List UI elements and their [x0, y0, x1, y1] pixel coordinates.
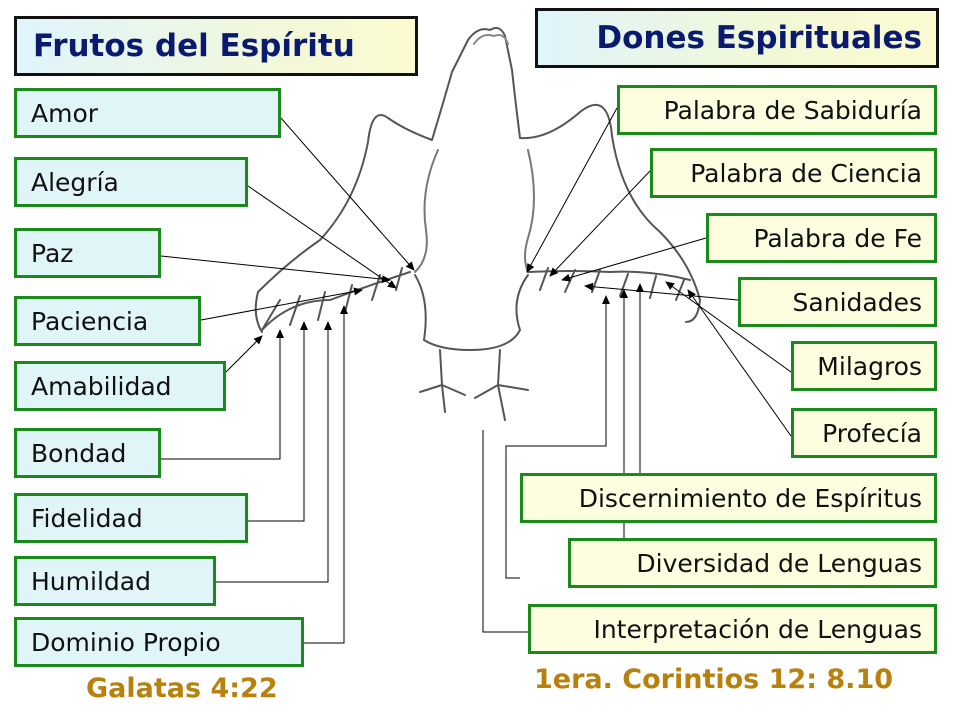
gift-box-diversidad-lenguas: Diversidad de Lenguas — [568, 538, 937, 588]
gift-box-discernimiento: Discernimiento de Espíritus — [520, 473, 937, 523]
dove-sketch — [254, 27, 701, 421]
gift-box-profecia: Profecía — [791, 408, 937, 458]
gift-box-palabra-ciencia: Palabra de Ciencia — [650, 148, 937, 198]
gift-box-palabra-fe: Palabra de Fe — [706, 213, 937, 263]
fruit-box-paciencia: Paciencia — [14, 296, 201, 346]
gift-box-palabra-sabiduria: Palabra de Sabiduría — [617, 85, 937, 135]
fruits-reference: Galatas 4:22 — [86, 673, 278, 704]
fruit-box-dominio-propio: Dominio Propio — [14, 617, 304, 667]
gifts-reference: 1era. Corintios 12: 8.10 — [534, 664, 894, 695]
fruit-box-bondad: Bondad — [14, 428, 161, 478]
fruit-connectors — [160, 117, 415, 644]
gift-box-milagros: Milagros — [791, 341, 937, 391]
fruit-box-paz: Paz — [14, 228, 161, 278]
fruit-box-amor: Amor — [14, 88, 281, 138]
fruit-box-fidelidad: Fidelidad — [14, 493, 248, 543]
fruit-box-humildad: Humildad — [14, 556, 216, 606]
fruits-header: Frutos del Espíritu — [14, 16, 418, 76]
gifts-header: Dones Espirituales — [535, 8, 939, 68]
fruit-box-amabilidad: Amabilidad — [14, 361, 226, 411]
fruit-box-alegria: Alegría — [14, 157, 248, 207]
gift-box-sanidades: Sanidades — [738, 277, 937, 327]
gift-box-interpretacion-lenguas: Interpretación de Lenguas — [528, 604, 937, 654]
